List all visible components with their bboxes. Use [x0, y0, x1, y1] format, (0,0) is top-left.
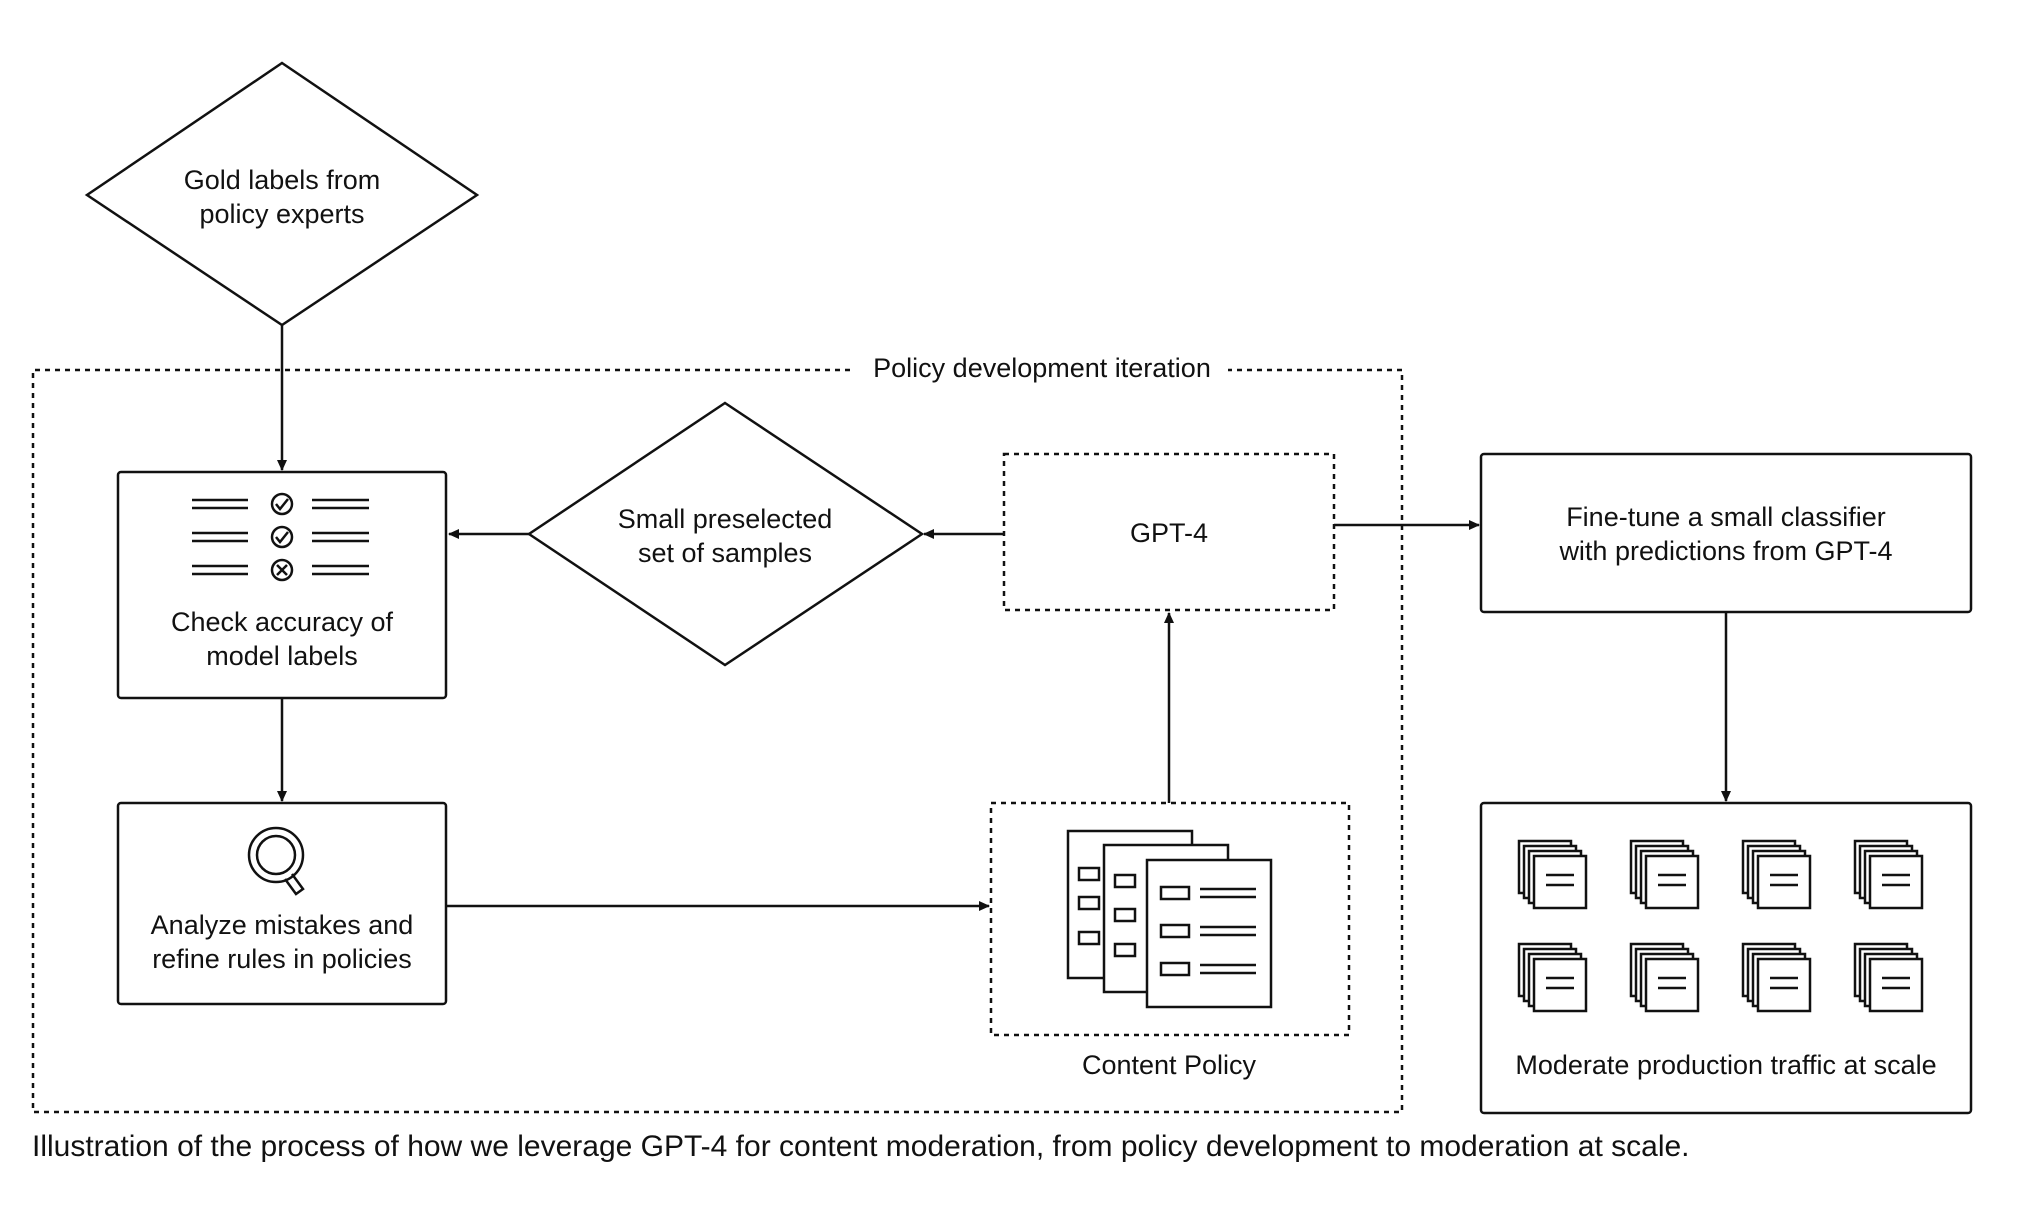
check-accuracy-line2: model labels [206, 641, 358, 671]
document-stack-icon [1629, 942, 1700, 1013]
content-policy-label: Content Policy [1082, 1050, 1257, 1080]
figure-caption: Illustration of the process of how we le… [32, 1130, 1690, 1163]
analyze-line2: refine rules in policies [152, 944, 412, 974]
gpt4-label: GPT-4 [1130, 518, 1208, 548]
document-stack-icon [1517, 942, 1588, 1013]
document-stack-icon [1629, 839, 1700, 910]
document-stack-grid [1517, 839, 1924, 1013]
magnifier-icon [247, 826, 305, 896]
policy-iteration-frame: Policy development iteration [31, 353, 1404, 1114]
fine-tune-line2: with predictions from GPT-4 [1558, 536, 1892, 566]
fine-tune-node: Fine-tune a small classifier with predic… [1479, 452, 1973, 614]
check-accuracy-node: Check accuracy of model labels [116, 470, 448, 700]
document-stack-icon [1517, 839, 1588, 910]
document-stack-icon [1741, 839, 1812, 910]
content-policy-node [989, 801, 1351, 1037]
fine-tune-line1: Fine-tune a small classifier [1566, 502, 1886, 532]
policy-documents-icon [1066, 829, 1273, 1009]
samples-line1: Small preselected [618, 504, 833, 534]
iteration-label: Policy development iteration [873, 353, 1211, 383]
samples-line2: set of samples [638, 538, 812, 568]
gold-labels-node: Gold labels from policy experts [84, 61, 480, 327]
check-accuracy-line1: Check accuracy of [171, 607, 394, 637]
gpt4-node: GPT-4 [1002, 452, 1336, 612]
gold-labels-line1: Gold labels from [184, 165, 381, 195]
samples-node: Small preselected set of samples [526, 401, 925, 667]
document-stack-icon [1741, 942, 1812, 1013]
connectors [277, 325, 1731, 911]
checklist-icon [192, 492, 369, 582]
gold-labels-line2: policy experts [199, 199, 364, 229]
document-stack-icon [1853, 839, 1924, 910]
moderate-node: Moderate production traffic at scale [1479, 801, 1973, 1115]
document-stack-icon [1853, 942, 1924, 1013]
moderate-label: Moderate production traffic at scale [1515, 1050, 1936, 1080]
analyze-node: Analyze mistakes and refine rules in pol… [116, 801, 448, 1006]
analyze-line1: Analyze mistakes and [151, 910, 414, 940]
